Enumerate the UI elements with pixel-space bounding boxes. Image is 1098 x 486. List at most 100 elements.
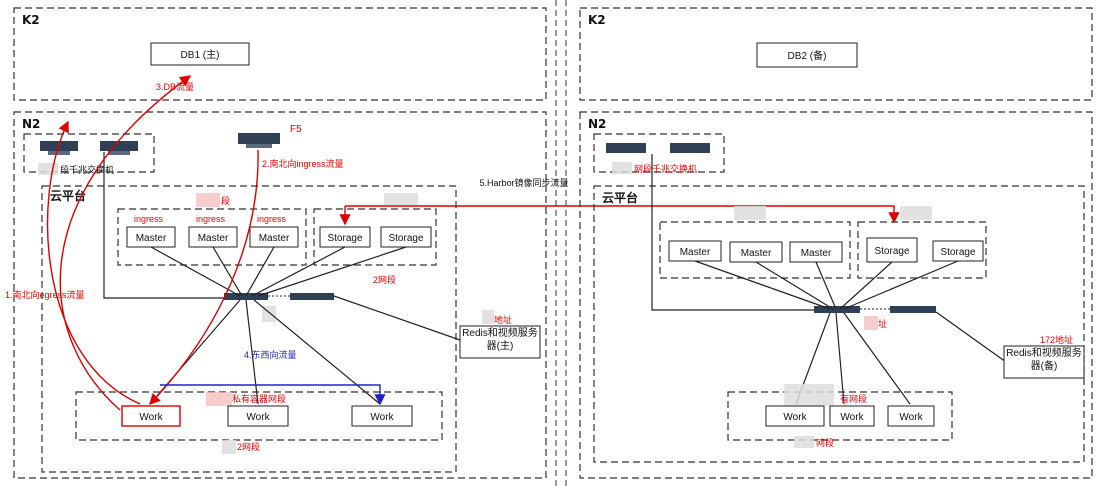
redacted-block <box>900 206 932 220</box>
right-switch-group <box>593 133 725 173</box>
db1-node <box>150 42 250 66</box>
worker-node <box>351 405 413 427</box>
core-switch-icon <box>290 293 334 300</box>
harbor-sync-arrow <box>345 205 900 224</box>
ingress-label-1: ingress <box>134 214 164 224</box>
right-n2-zone <box>579 111 1093 479</box>
flow4-label: 4.东西向流量 <box>244 349 297 360</box>
redacted-block <box>482 310 494 324</box>
redacted-block <box>864 316 878 330</box>
left-segment-bottom: 2网段 <box>237 441 260 452</box>
core-switch-icon <box>224 293 268 300</box>
right-segment-bottom: 网段 <box>816 437 834 448</box>
redacted-block <box>196 193 220 207</box>
right-switch-label: 网段千兆交换机 <box>634 163 697 174</box>
f5-device-icon <box>238 133 280 144</box>
worker-label: Work <box>370 412 394 423</box>
storage-group <box>857 221 987 279</box>
left-cloud-zone <box>41 185 457 473</box>
right-cloud-zone <box>593 185 1085 463</box>
master-label: Master <box>198 233 229 244</box>
redacted-block <box>384 193 418 205</box>
redacted-block <box>206 392 232 406</box>
ingress-flow-arrow <box>149 149 259 406</box>
east-west-flow-arrow <box>160 384 386 406</box>
redis-primary-label: Redis和视频服务器(主) <box>462 328 538 352</box>
master-label: Master <box>801 248 832 259</box>
right-segment-addr: 址 <box>878 318 887 329</box>
storage-label: Storage <box>940 247 975 258</box>
redis-link <box>935 311 1007 363</box>
left-site: K2 DB1 (主) N2 段千兆交换机 F5 云平台 段 ingress in… <box>5 7 547 479</box>
flow1-label: 1.南北向egress流量 <box>5 289 85 300</box>
private-net-label: 私有容器网段 <box>232 393 286 404</box>
worker-node <box>887 405 935 427</box>
left-segment-mid: 2网段 <box>373 274 396 285</box>
uplink-line <box>103 152 224 299</box>
master-group <box>659 221 851 279</box>
right-site: K2 DB2 (备) N2 网段千兆交换机 云平台 Master Master … <box>579 7 1093 479</box>
storage-group <box>313 208 437 266</box>
flow3-label: 3.DB流量 <box>156 81 194 92</box>
harbor-sync-label: 5.Harbor镜像同步流量 <box>479 178 569 188</box>
left-switch-label: 段千兆交换机 <box>60 164 114 175</box>
ingress-label-2: ingress <box>196 214 226 224</box>
f5-device-icon <box>246 144 272 148</box>
redacted-block <box>38 163 58 175</box>
master-label: Master <box>136 233 167 244</box>
worker-label: Work <box>840 412 864 423</box>
right-k2-zone <box>579 7 1093 101</box>
right-n2-label: N2 <box>588 117 606 131</box>
redis-primary-node <box>459 325 541 359</box>
db1-label: DB1 (主) <box>181 49 220 61</box>
right-k2-label: K2 <box>588 13 606 27</box>
ingress-label-3: ingress <box>257 214 287 224</box>
redis-link <box>333 295 461 341</box>
left-n2-zone <box>13 111 547 479</box>
redacted-block <box>612 162 632 174</box>
worker-group <box>75 391 443 441</box>
core-switch-icon <box>814 306 860 313</box>
switch-icon <box>48 151 70 155</box>
connection-lines <box>694 260 959 310</box>
worker-node <box>829 405 875 427</box>
worker-node <box>227 405 289 427</box>
storage-node <box>866 237 918 263</box>
left-switch-group <box>23 133 155 173</box>
worker-label: Work <box>246 412 270 423</box>
worker-node <box>765 405 825 427</box>
redis-backup-node <box>1003 345 1085 379</box>
right-cloud-label: 云平台 <box>602 190 638 205</box>
storage-label: Storage <box>327 233 362 244</box>
master-label: Master <box>680 247 711 258</box>
left-segment-addr: 地址 <box>494 314 512 325</box>
connection-lines <box>150 246 407 297</box>
core-switch-icon <box>890 306 936 313</box>
master-label: Master <box>259 233 290 244</box>
switch-icon <box>606 143 646 153</box>
switch-icon <box>108 151 130 155</box>
f5-label: F5 <box>290 124 302 135</box>
db2-label: DB2 (备) <box>788 49 827 62</box>
worker-node <box>121 405 181 427</box>
left-segment-top: 段 <box>221 195 230 206</box>
flow2-label: 2.南北向ingress流量 <box>262 158 344 169</box>
addr-172-label: 172地址 <box>1040 334 1073 345</box>
right-private-net: 有网段 <box>840 393 867 404</box>
redacted-block <box>222 440 236 454</box>
db2-node <box>756 42 858 68</box>
left-n2-label: N2 <box>22 117 40 131</box>
left-k2-label: K2 <box>22 13 40 27</box>
storage-label: Storage <box>874 246 909 257</box>
redacted-block <box>794 436 814 448</box>
worker-group <box>727 391 953 441</box>
storage-label: Storage <box>388 233 423 244</box>
left-cloud-label: 云平台 <box>50 188 86 203</box>
uplink-line <box>651 154 814 311</box>
worker-label: Work <box>783 412 807 423</box>
worker-label: Work <box>899 412 923 423</box>
left-k2-zone <box>13 7 547 101</box>
egress-flow-arrow <box>46 120 141 405</box>
worker-label: Work <box>139 412 163 423</box>
